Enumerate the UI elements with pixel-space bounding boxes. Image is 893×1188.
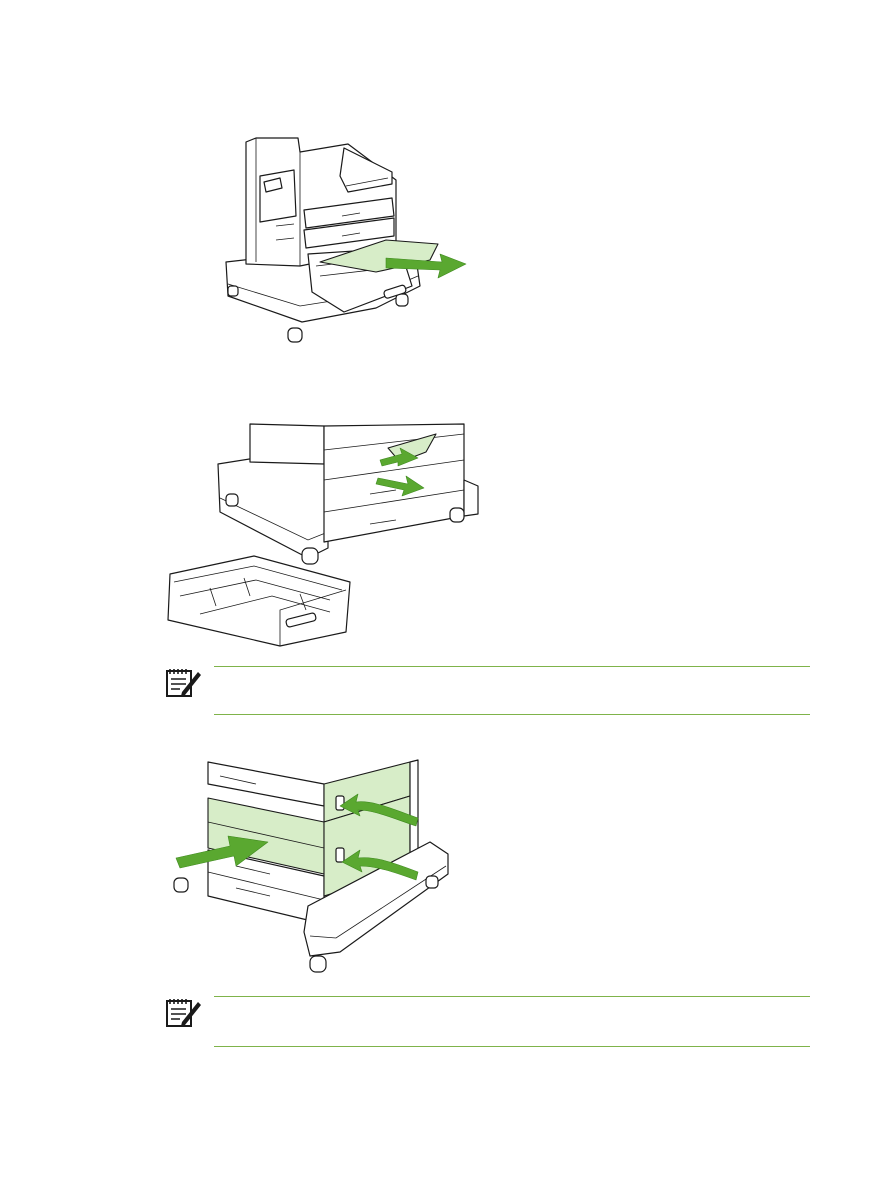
note-icon [166,669,201,697]
caster [309,955,327,973]
note-block [164,996,810,1048]
caster [425,875,439,889]
close-doors-illustration [173,759,449,973]
push-arrow-icon [341,849,419,881]
caster [225,493,239,507]
tray-removed-illustration [167,423,479,647]
jam-removal-illustration [225,137,467,343]
push-arrow-icon [175,835,269,869]
pull-arrow-icon [385,253,467,279]
push-arrow-icon [339,793,419,827]
caster [449,507,465,523]
caster [301,547,319,565]
caster [227,285,409,343]
caster [173,877,189,893]
note-block [164,666,810,718]
note-icon [166,999,201,1027]
pull-arrow-icon [375,475,425,497]
pull-arrow-icon [379,447,419,467]
